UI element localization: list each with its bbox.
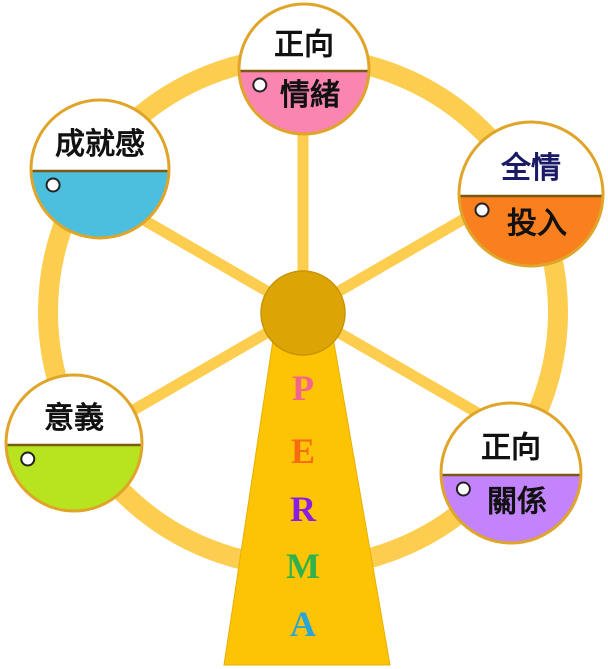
cabin-bottom-label: 情緒 [280,78,340,113]
cabin-engagement: 全情 投入 [457,120,605,268]
cabin-bullet-icon [474,202,490,218]
cabins: 正向 情緒 全情 投入 正向 關係 意義 [4,2,605,545]
cabin-top-label: 正向 [481,431,541,466]
perma-letter-p: P [292,368,314,408]
cabin-bullet-icon [455,481,471,497]
cabin-ring [29,98,171,240]
cabin-bottom-label: 關係 [487,484,547,519]
perma-letter-m: M [286,546,320,586]
cabin-accomplishment: 成就感 [29,98,171,240]
cabin-fill [6,445,142,511]
perma-letter-r: R [290,489,317,529]
perma-letters: P E R M A [286,368,320,644]
cabin-ring [237,2,371,136]
cabin-bottom-label: 投入 [507,206,567,241]
cabin-top-label: 成就感 [55,127,145,162]
cabin-positive-emotion: 正向 情緒 [237,2,371,136]
perma-letter-a: A [290,604,316,644]
cabin-top-label: 全情 [500,151,561,186]
cabin-fill [459,196,603,267]
wheel-hub [260,270,346,356]
cabin-bullet-icon [252,77,268,93]
cabin-fill [31,171,169,238]
cabin-meaning: 意義 [4,373,144,513]
cabin-relationships: 正向 關係 [439,401,583,545]
cabin-top-label: 正向 [274,28,334,63]
cabin-bullet-icon [45,177,61,193]
cabin-ring [4,373,144,513]
cabin-ring [457,120,605,268]
cabin-fill [441,475,581,544]
perma-letter-e: E [291,431,315,471]
cabin-bullet-icon [20,451,36,467]
cabin-fill [239,71,369,135]
cabin-ring [439,401,583,545]
cabin-top-label: 意義 [44,401,104,436]
